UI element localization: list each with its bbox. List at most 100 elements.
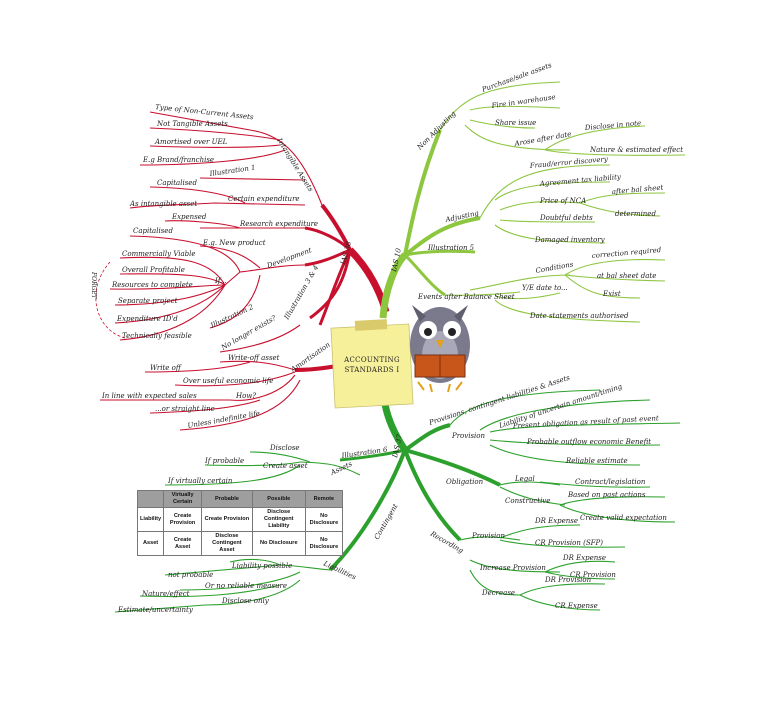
dr-expense1-label: DR Expense [534,517,578,525]
how-label: How? [235,392,256,400]
over-useful-label: Over useful economic life [183,377,273,385]
table-row: Liability Create Provision Create Provis… [136,507,344,532]
technically-feasible-label: Technically feasible [122,332,192,340]
ias37-branch [114,389,681,613]
assets-label: Assets [329,460,354,477]
table-cell: Disclose Contingent Asset [201,531,253,556]
agreement-tax-label: Agreement tax liability [538,173,622,188]
exist-label: Exist [602,290,621,298]
based-past-label: Based on past actions [567,491,646,499]
non-adjusting-label: Non Adjusting [415,109,458,152]
recording-label: Recording [428,529,465,555]
legal-label: Legal [514,475,535,483]
as-intangible-label: As intangible asset [129,200,197,208]
doubtful-label: Doubtful debts [539,214,593,222]
cr-provision2-label: CR Provision [570,571,616,579]
dr-provision-label: DR Provision [544,576,592,584]
correction-label: correction required [591,246,662,260]
determined-label: determined [615,210,656,218]
write-off-asset-label: Write-off asset [228,354,280,362]
create-asset-label: Create asset [263,462,308,470]
disclose-label: Disclose [269,444,300,452]
table-header-cell: Remote [304,490,344,508]
forget-label: FORGET [90,271,97,300]
illustration2-label: Illustration 2 [209,303,256,330]
purchase-sale-label: Purchase/sale assets [480,61,553,94]
not-tangible-label: Not Tangible Assets [156,120,228,128]
if-virtually-label: If virtually certain [167,477,233,485]
table-row-label: Asset [136,531,165,556]
center-title-line1: ACCOUNTING [343,356,400,364]
overall-profitable-label: Overall Profitable [122,266,185,274]
cr-provision1-label: CR Provision (SFP) [535,539,603,547]
table-cell: No Disclosure [304,531,344,556]
brand-label: E.g Brand/franchise [142,156,214,164]
disclose-only-label: Disclose only [221,597,270,605]
write-off-label: Write off [150,364,182,372]
liability-possible-label: Liability possible [231,562,292,570]
arose-after-label: Arose after date [513,130,572,148]
in-line-label: In line with expected sales [101,392,197,400]
center-note: ACCOUNTING STANDARDS I [330,319,414,409]
no-reliable-label: Or no reliable measure [205,582,287,590]
increase-provision-label: Increase Provision [479,564,546,572]
commercially-viable-label: Commercially Viable [122,250,196,258]
not-probable-label: not probable [168,571,213,579]
contingency-table: Virtually Certain Probable Possible Remo… [136,490,344,556]
table-cell: Create Provision [201,507,253,532]
intangible-assets-label: Intangible Assets [275,136,315,193]
separate-project-label: Separate project [118,297,178,305]
date-statements-label: Date statements authorised [529,312,629,320]
price-nca-label: Price of NCA [539,197,586,205]
cr-expense-label: CR Expense [555,602,598,610]
ye-date-label: Y/E date to... [522,284,568,292]
type-nca-label: Type of Non-Current Assets [155,103,254,121]
table-row: Asset Create Asset Disclose Contingent A… [136,531,344,556]
provision2-label: Provision [471,532,506,540]
eg-new-product-label: E.g. New product [202,239,266,247]
reliable-estimate-label: Reliable estimate [565,457,628,465]
amortised-label: Amortised over UEL [154,138,228,146]
decrease-label: Decrease [481,589,515,597]
resources-label: Resources to complete [111,281,193,289]
nature-effect-label: Nature & estimated effect [589,146,683,154]
illustration5-label: Illustration 5 [427,244,475,252]
estimate-uncertainty-label: Estimate/uncertainty [117,606,194,614]
provision-label: Provision [451,432,486,440]
table-header-cell: Virtually Certain [163,490,203,508]
table-header-cell: Possible [251,490,306,508]
table-header-row: Virtually Certain Probable Possible Remo… [136,490,344,508]
research-exp-label: Research expenditure [239,220,318,228]
after-bal-label: after bal sheet [611,184,663,196]
illustration1-label: Illustration 1 [208,164,256,178]
dr-expense2-label: DR Expense [562,554,606,562]
owl-icon [410,305,470,393]
table-cell: Create Provision [163,507,203,532]
capitalised2-label: Capitalised [133,227,173,235]
at-bal-label: at bal sheet date [597,272,656,280]
nature-effect2-label: Nature/effect [141,590,190,598]
table-header-cell [136,490,165,508]
probable-outflow-label: Probable outflow economic Benefit [526,438,651,446]
contract-label: Contract/legislation [575,478,646,486]
fraud-label: Fraud/error discovery [528,155,609,170]
damaged-label: Damaged inventory [534,236,606,244]
table-cell: No Disclosure [251,531,306,556]
center-title-line2: STANDARDS I [345,366,400,374]
events-after-label: Events after Balance Sheet [417,293,515,301]
table-cell: No Disclosure [304,507,344,532]
expensed-label: Expensed [171,213,207,221]
if-label: If... [214,277,227,285]
share-issue-label: Share issue [495,119,536,127]
constructive-label: Constructive [505,497,550,505]
table-row-label: Liability [136,507,165,532]
if-probable-label: If probable [204,457,244,465]
ias10-branch [379,81,686,323]
table-cell: Disclose Contingent Liability [251,507,306,532]
table-header-cell: Probable [201,490,253,508]
valid-expectation-label: Create valid expectation [580,514,667,522]
ias38-branch [95,111,390,431]
capitalised1-label: Capitalised [157,179,197,187]
obligation-label: Obligation [446,478,484,486]
straight-line-label: ...or straight line [155,405,215,413]
